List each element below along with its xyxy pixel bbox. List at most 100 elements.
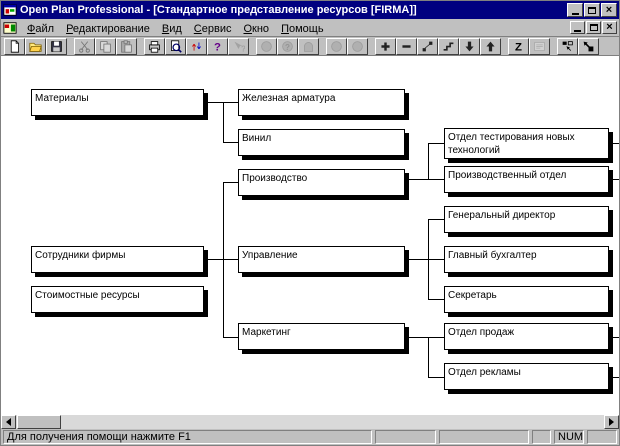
tree-connector-line	[428, 143, 429, 180]
tree-node-testing-dept[interactable]: Отдел тестирования новых технологий	[444, 128, 609, 159]
toolbar-button-cut	[74, 37, 95, 55]
tree-connector-line	[609, 377, 619, 378]
tree-connector-line	[405, 179, 444, 180]
scroll-left-button[interactable]	[1, 415, 16, 429]
tree-node-chief-accountant[interactable]: Главный бухгалтер	[444, 246, 609, 273]
tree-node-marketing[interactable]: Маркетинг	[238, 323, 405, 350]
close-button[interactable]: ×	[601, 3, 617, 17]
menu-item-edit[interactable]: Редактирование	[66, 22, 150, 35]
tree-connector-line	[223, 182, 224, 338]
resource-arch-icon	[304, 41, 313, 52]
tree-node-production-dept[interactable]: Производственный отдел	[444, 166, 609, 193]
zoom-z-icon: Z	[515, 41, 522, 52]
scroll-right-button[interactable]	[604, 415, 619, 429]
toolbar-button-notes	[529, 37, 550, 55]
toolbar-button-resource-query: ?	[277, 37, 298, 55]
help-icon: ?	[214, 41, 221, 52]
toolbar-button-open[interactable]	[25, 37, 46, 55]
toolbar-button-save[interactable]	[46, 37, 67, 55]
move-down-icon	[465, 41, 474, 51]
open-icon	[29, 42, 42, 52]
tree-connector-line	[223, 102, 224, 143]
toolbar-button-remove[interactable]	[396, 37, 417, 55]
status-message: Для получения помощи нажмите F1	[3, 430, 372, 444]
toolbar-button-add[interactable]	[375, 37, 396, 55]
toolbar-button-link[interactable]	[417, 37, 438, 55]
toolbar-button-move-down[interactable]	[459, 37, 480, 55]
tree-node-materials[interactable]: Материалы	[31, 89, 204, 116]
menu-item-file[interactable]: Файл	[27, 22, 55, 35]
tree-node-vinyl[interactable]: Винил	[238, 129, 405, 156]
minimize-icon	[571, 12, 579, 15]
toolbar-button-circle-a	[326, 37, 347, 55]
svg-text:?: ?	[285, 42, 290, 51]
tree-node-employees[interactable]: Сотрудники фирмы	[31, 246, 204, 273]
toolbar-button-print[interactable]	[144, 37, 165, 55]
toolbar-button-new[interactable]	[4, 37, 25, 55]
child-restore-button[interactable]	[586, 21, 601, 34]
arrow-right-icon	[609, 418, 614, 426]
tree-node-secretary[interactable]: Секретарь	[444, 286, 609, 313]
add-icon	[381, 41, 390, 51]
print-icon	[149, 40, 160, 53]
menu-item-service[interactable]: Сервис	[193, 22, 232, 35]
app-icon	[3, 4, 17, 16]
restore-icon	[588, 6, 596, 14]
tree-node-production[interactable]: Производство	[238, 169, 405, 196]
toolbar-button-sort-arrows[interactable]	[186, 37, 207, 55]
toolbar-button-arrange-window[interactable]	[557, 37, 578, 55]
toolbar-button-print-preview[interactable]	[165, 37, 186, 55]
minimize-button[interactable]	[567, 3, 583, 17]
toolbar-button-zoom-z[interactable]: Z	[508, 37, 529, 55]
child-close-button[interactable]: ×	[602, 21, 617, 34]
tree-node-advertising-dept[interactable]: Отдел рекламы	[444, 363, 609, 390]
tree-node-sales-dept[interactable]: Отдел продаж	[444, 323, 609, 350]
document-icon	[3, 21, 17, 34]
svg-text:?: ?	[241, 44, 245, 53]
status-panel-3	[532, 430, 551, 444]
save-icon	[51, 40, 62, 52]
close-icon: ×	[605, 3, 613, 16]
tree-connector-line	[223, 142, 238, 143]
arrange-window-icon	[562, 40, 573, 51]
close-icon: ×	[606, 21, 613, 33]
circle-a-icon	[331, 40, 342, 52]
title-bar: Open Plan Professional - [Стандартное пр…	[1, 1, 619, 19]
tree-connector-line	[223, 337, 238, 338]
horizontal-scrollbar[interactable]	[1, 414, 619, 429]
toolbar-button-fit-window[interactable]	[578, 37, 599, 55]
child-minimize-button[interactable]	[570, 21, 585, 34]
toolbar-button-rollup[interactable]	[438, 37, 459, 55]
toolbar-button-copy	[95, 37, 116, 55]
restore-button[interactable]	[584, 3, 600, 17]
tree-node-cost-resources[interactable]: Стоимостные ресурсы	[31, 286, 204, 313]
tree-connector-line	[204, 259, 238, 260]
tree-node-general-director[interactable]: Генеральный директор	[444, 206, 609, 233]
toolbar-button-move-up[interactable]	[480, 37, 501, 55]
resource-circle-icon	[261, 40, 272, 52]
tree-node-management[interactable]: Управление	[238, 246, 405, 273]
copy-icon	[100, 40, 111, 53]
toolbar-button-resource-arch	[298, 37, 319, 55]
menu-item-view[interactable]: Вид	[161, 22, 182, 35]
tree-connector-line	[428, 143, 444, 144]
tree-connector-line	[428, 377, 444, 378]
new-icon	[10, 39, 19, 53]
svg-text:Z: Z	[515, 41, 522, 52]
arrow-left-icon	[6, 418, 11, 426]
fit-window-icon	[583, 41, 594, 51]
menu-item-window[interactable]: Окно	[243, 22, 270, 35]
scrollbar-thumb[interactable]	[17, 415, 61, 429]
tree-connector-line	[204, 102, 238, 103]
toolbar-button-context-help: ?	[228, 37, 249, 55]
move-up-icon	[486, 41, 495, 51]
tree-connector-line	[609, 179, 619, 180]
status-panel-1	[375, 430, 436, 444]
tree-node-iron[interactable]: Железная арматура	[238, 89, 405, 116]
tree-connector-line	[428, 299, 444, 300]
tree-connector-line	[428, 337, 429, 378]
toolbar-button-help[interactable]: ?	[207, 37, 228, 55]
status-panel-2	[439, 430, 529, 444]
menu-item-help[interactable]: Помощь	[281, 22, 324, 35]
